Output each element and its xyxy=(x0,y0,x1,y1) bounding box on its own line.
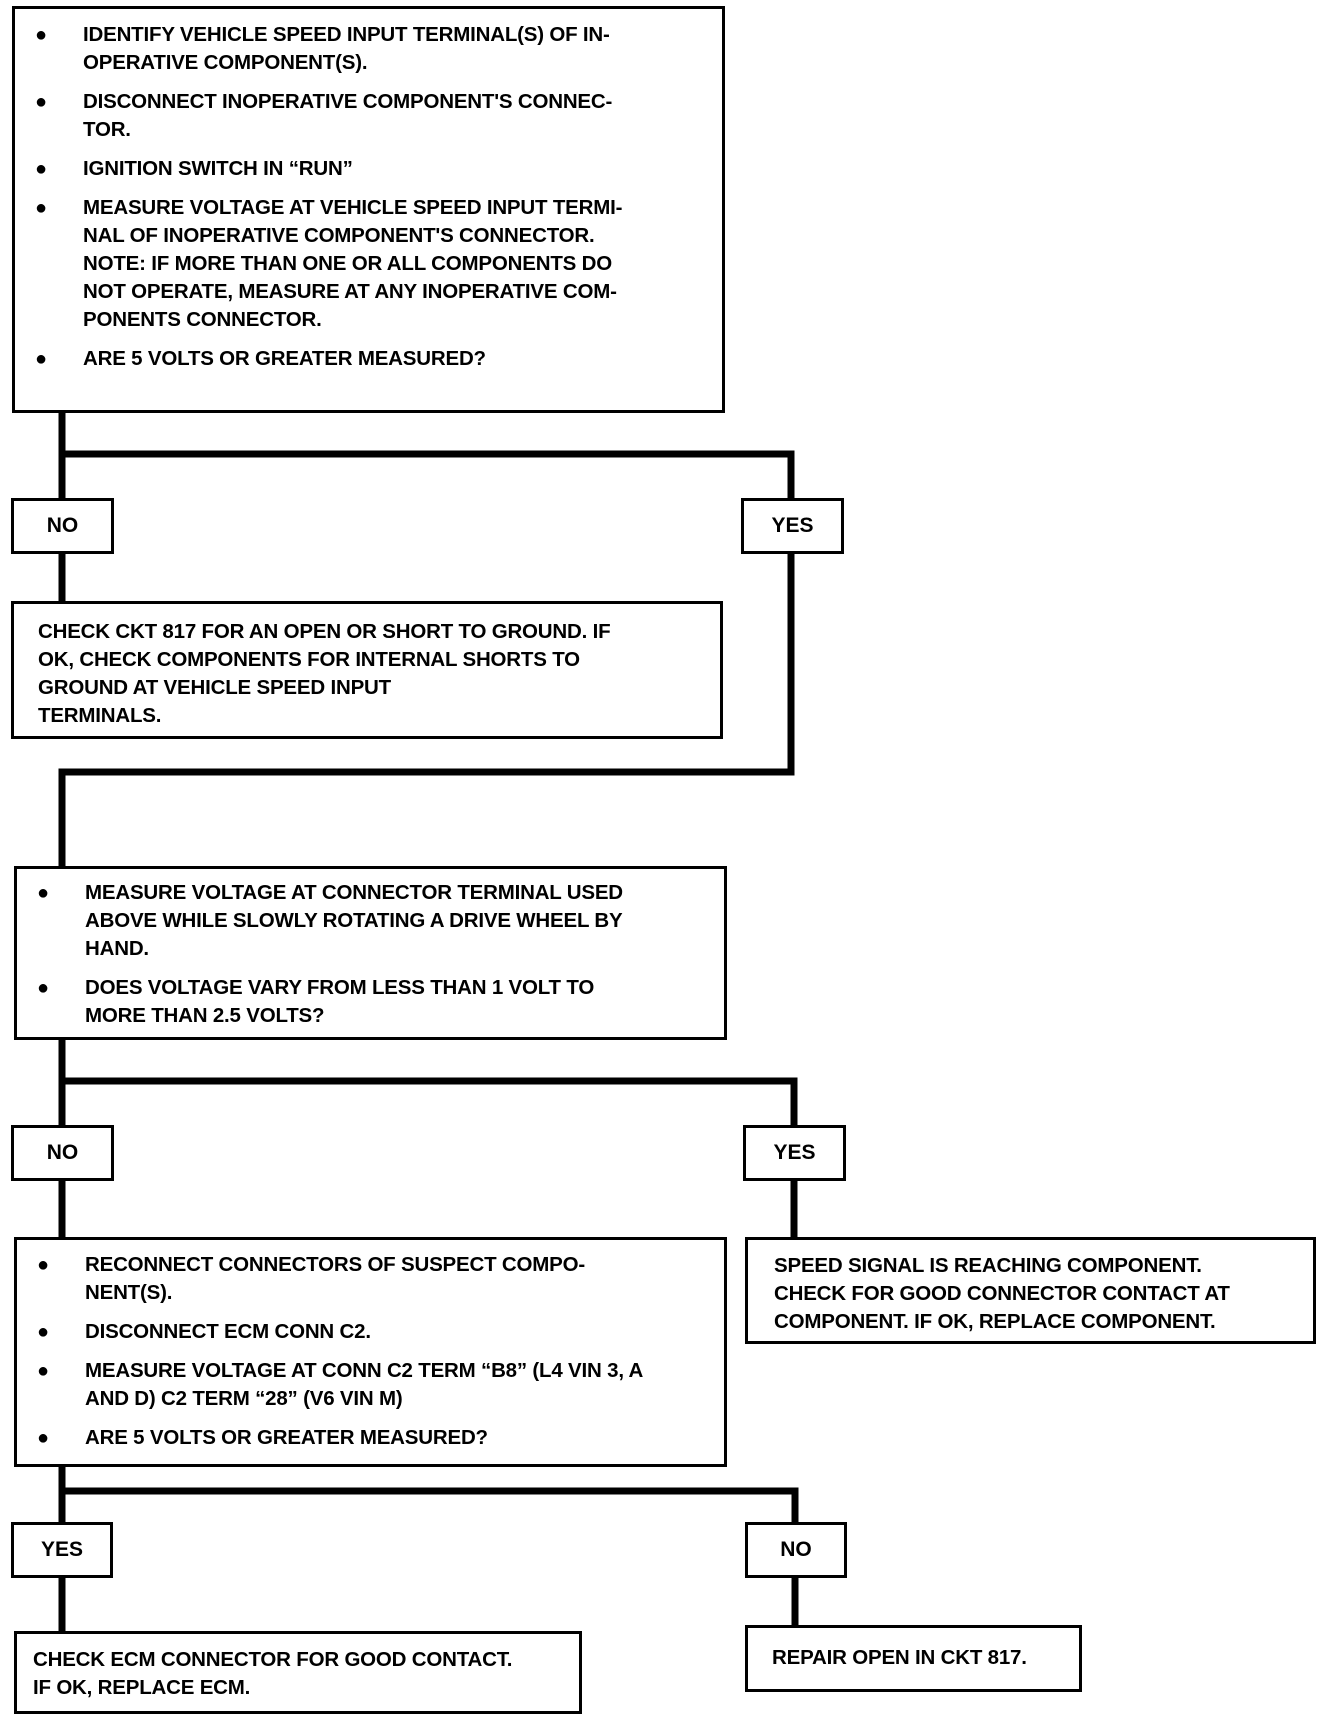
bullet-icon: ● xyxy=(37,1321,49,1343)
step-item: ● DISCONNECT ECM CONN C2. xyxy=(35,1318,706,1346)
branch-label-yes: YES xyxy=(741,498,844,554)
step-item: ● ARE 5 VOLTS OR GREATER MEASURED? xyxy=(33,345,704,373)
connector-split2 xyxy=(62,1077,798,1125)
connector-split1 xyxy=(62,450,795,498)
step-item: ● ARE 5 VOLTS OR GREATER MEASURED? xyxy=(35,1424,706,1452)
step-text: DOES VOLTAGE VARY FROM LESS THAN 1 VOLT … xyxy=(85,976,595,1027)
step-item: ● DOES VOLTAGE VARY FROM LESS THAN 1 VOL… xyxy=(35,974,706,1030)
step-text: ARE 5 VOLTS OR GREATER MEASURED? xyxy=(83,347,486,370)
result-text: REPAIR OPEN IN CKT 817. xyxy=(772,1646,1027,1669)
step-text: RECONNECT CONNECTORS OF SUSPECT COMPO- N… xyxy=(85,1253,585,1304)
step-text: MEASURE VOLTAGE AT CONN C2 TERM “B8” (L4… xyxy=(85,1359,644,1410)
bullet-icon: ● xyxy=(35,348,47,370)
bullet-icon: ● xyxy=(37,1360,49,1382)
step-text: IGNITION SWITCH IN “RUN” xyxy=(83,157,353,180)
bullet-icon: ● xyxy=(37,977,49,999)
step-box-measure-rotating: ● MEASURE VOLTAGE AT CONNECTOR TERMINAL … xyxy=(14,866,727,1040)
step-box-identify-terminals: ● IDENTIFY VEHICLE SPEED INPUT TERMINAL(… xyxy=(12,6,725,413)
result-box-repair-open-ckt-817: REPAIR OPEN IN CKT 817. xyxy=(745,1625,1082,1692)
bullet-icon: ● xyxy=(35,91,47,113)
bullet-icon: ● xyxy=(35,197,47,219)
branch-label-yes: YES xyxy=(743,1125,846,1181)
bullet-icon: ● xyxy=(37,1427,49,1449)
connector-yes1-path xyxy=(58,553,795,868)
step-item: ● RECONNECT CONNECTORS OF SUSPECT COMPO-… xyxy=(35,1251,706,1307)
connector-split3 xyxy=(62,1487,799,1522)
step-text: IDENTIFY VEHICLE SPEED INPUT TERMINAL(S)… xyxy=(83,23,610,74)
step-item: ● IDENTIFY VEHICLE SPEED INPUT TERMINAL(… xyxy=(33,21,704,77)
step-text: DISCONNECT ECM CONN C2. xyxy=(85,1320,371,1343)
branch-label-no: NO xyxy=(745,1522,847,1578)
result-box-speed-signal-reaching: SPEED SIGNAL IS REACHING COMPONENT. CHEC… xyxy=(745,1237,1316,1344)
result-box-check-ecm-connector: CHECK ECM CONNECTOR FOR GOOD CONTACT. IF… xyxy=(14,1631,582,1714)
step-item: ● MEASURE VOLTAGE AT CONNECTOR TERMINAL … xyxy=(35,879,706,963)
bullet-icon: ● xyxy=(37,1254,49,1276)
bullet-icon: ● xyxy=(35,24,47,46)
step-item: ● IGNITION SWITCH IN “RUN” xyxy=(33,155,704,183)
branch-label-no: NO xyxy=(11,498,114,554)
bullet-icon: ● xyxy=(37,882,49,904)
step-text: MEASURE VOLTAGE AT CONNECTOR TERMINAL US… xyxy=(85,881,623,960)
step-box-ecm-conn-c2: ● RECONNECT CONNECTORS OF SUSPECT COMPO-… xyxy=(14,1237,727,1467)
step-item: ● MEASURE VOLTAGE AT CONN C2 TERM “B8” (… xyxy=(35,1357,706,1413)
step-item: ● MEASURE VOLTAGE AT VEHICLE SPEED INPUT… xyxy=(33,194,704,334)
step-item: ● DISCONNECT INOPERATIVE COMPONENT'S CON… xyxy=(33,88,704,144)
branch-label-no: NO xyxy=(11,1125,114,1181)
branch-label-yes: YES xyxy=(11,1522,113,1578)
step-text: DISCONNECT INOPERATIVE COMPONENT'S CONNE… xyxy=(83,90,613,141)
result-text: CHECK CKT 817 FOR AN OPEN OR SHORT TO GR… xyxy=(38,620,611,727)
result-text: SPEED SIGNAL IS REACHING COMPONENT. CHEC… xyxy=(774,1254,1230,1333)
bullet-icon: ● xyxy=(35,158,47,180)
result-text: CHECK ECM CONNECTOR FOR GOOD CONTACT. IF… xyxy=(33,1648,513,1699)
step-text: ARE 5 VOLTS OR GREATER MEASURED? xyxy=(85,1426,488,1449)
result-box-check-ckt-817: CHECK CKT 817 FOR AN OPEN OR SHORT TO GR… xyxy=(11,601,723,739)
step-text: MEASURE VOLTAGE AT VEHICLE SPEED INPUT T… xyxy=(83,196,623,331)
